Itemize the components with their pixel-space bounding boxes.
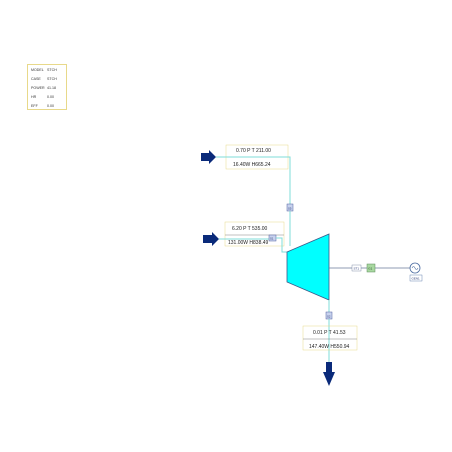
info-value: STCH [47, 76, 57, 81]
stream-label-line2: 147.40W H550.94 [309, 344, 350, 350]
info-row-eff: EFF 0.00 [28, 101, 66, 110]
port-s1-label: S1 [270, 237, 274, 241]
generator[interactable]: GEN1 [409, 262, 423, 282]
shaft-assembly: ST1 G1 [329, 263, 410, 273]
exhaust-outlet-stream[interactable]: S2 0.01 P T 41.53 147.40W H550.94 [302, 300, 358, 386]
info-key: POWER [31, 85, 45, 90]
generator-label-box [409, 274, 423, 282]
port-s5-label: S5 [288, 207, 292, 211]
arrow-icon [203, 232, 219, 246]
info-row-power: POWER 41.18 [28, 83, 66, 92]
info-value: 0.00 [47, 94, 54, 99]
stream-label-box [302, 325, 358, 351]
info-key: EFF [31, 103, 38, 108]
stream-label-box [224, 221, 285, 247]
stream-label-line1: 6.20 P T 535.00 [232, 226, 268, 232]
main-inlet-stream[interactable]: 6.20 P T 535.00 131.00W H838.49 S1 [203, 221, 287, 253]
stream-label-line2: 16.40W H665.24 [233, 162, 271, 168]
arrow-icon [201, 150, 216, 164]
coupling-box[interactable] [366, 263, 376, 273]
extraction-pipe [216, 156, 291, 204]
info-value: 41.18 [47, 85, 56, 90]
shaft-tag: ST1 [354, 267, 360, 271]
model-info-table: MODEL STCH CASE STCH POWER 41.18 HR 0.00… [27, 64, 67, 110]
stream-label-line2: 131.00W H838.49 [228, 240, 269, 246]
info-key: HR [31, 94, 37, 99]
steam-turbine[interactable] [286, 233, 330, 301]
generator-label: GEN1 [412, 277, 421, 281]
info-row-case: CASE STCH [28, 74, 66, 83]
info-value: 0.00 [47, 103, 54, 108]
extraction-inlet-stream[interactable]: 0.70 P T 211.00 16.40W H665.24 S5 [201, 144, 294, 246]
port-s2-label: S2 [327, 315, 331, 319]
stream-label-line1: 0.01 P T 41.53 [313, 330, 346, 336]
coupling-tag: G1 [368, 267, 372, 271]
main-inlet-pipe-to-turbine [276, 237, 287, 253]
info-key: CASE [31, 76, 41, 81]
arrow-down-icon [323, 362, 335, 386]
info-value: STCH [47, 67, 57, 72]
info-row-model: MODEL STCH [28, 65, 66, 74]
shaft-tag-box[interactable] [351, 264, 362, 272]
generator-wave-icon [411, 266, 419, 270]
info-key: MODEL [31, 67, 44, 72]
info-row-hr: HR 0.00 [28, 92, 66, 101]
stream-label-line1: 0.70 P T 211.00 [236, 148, 271, 154]
